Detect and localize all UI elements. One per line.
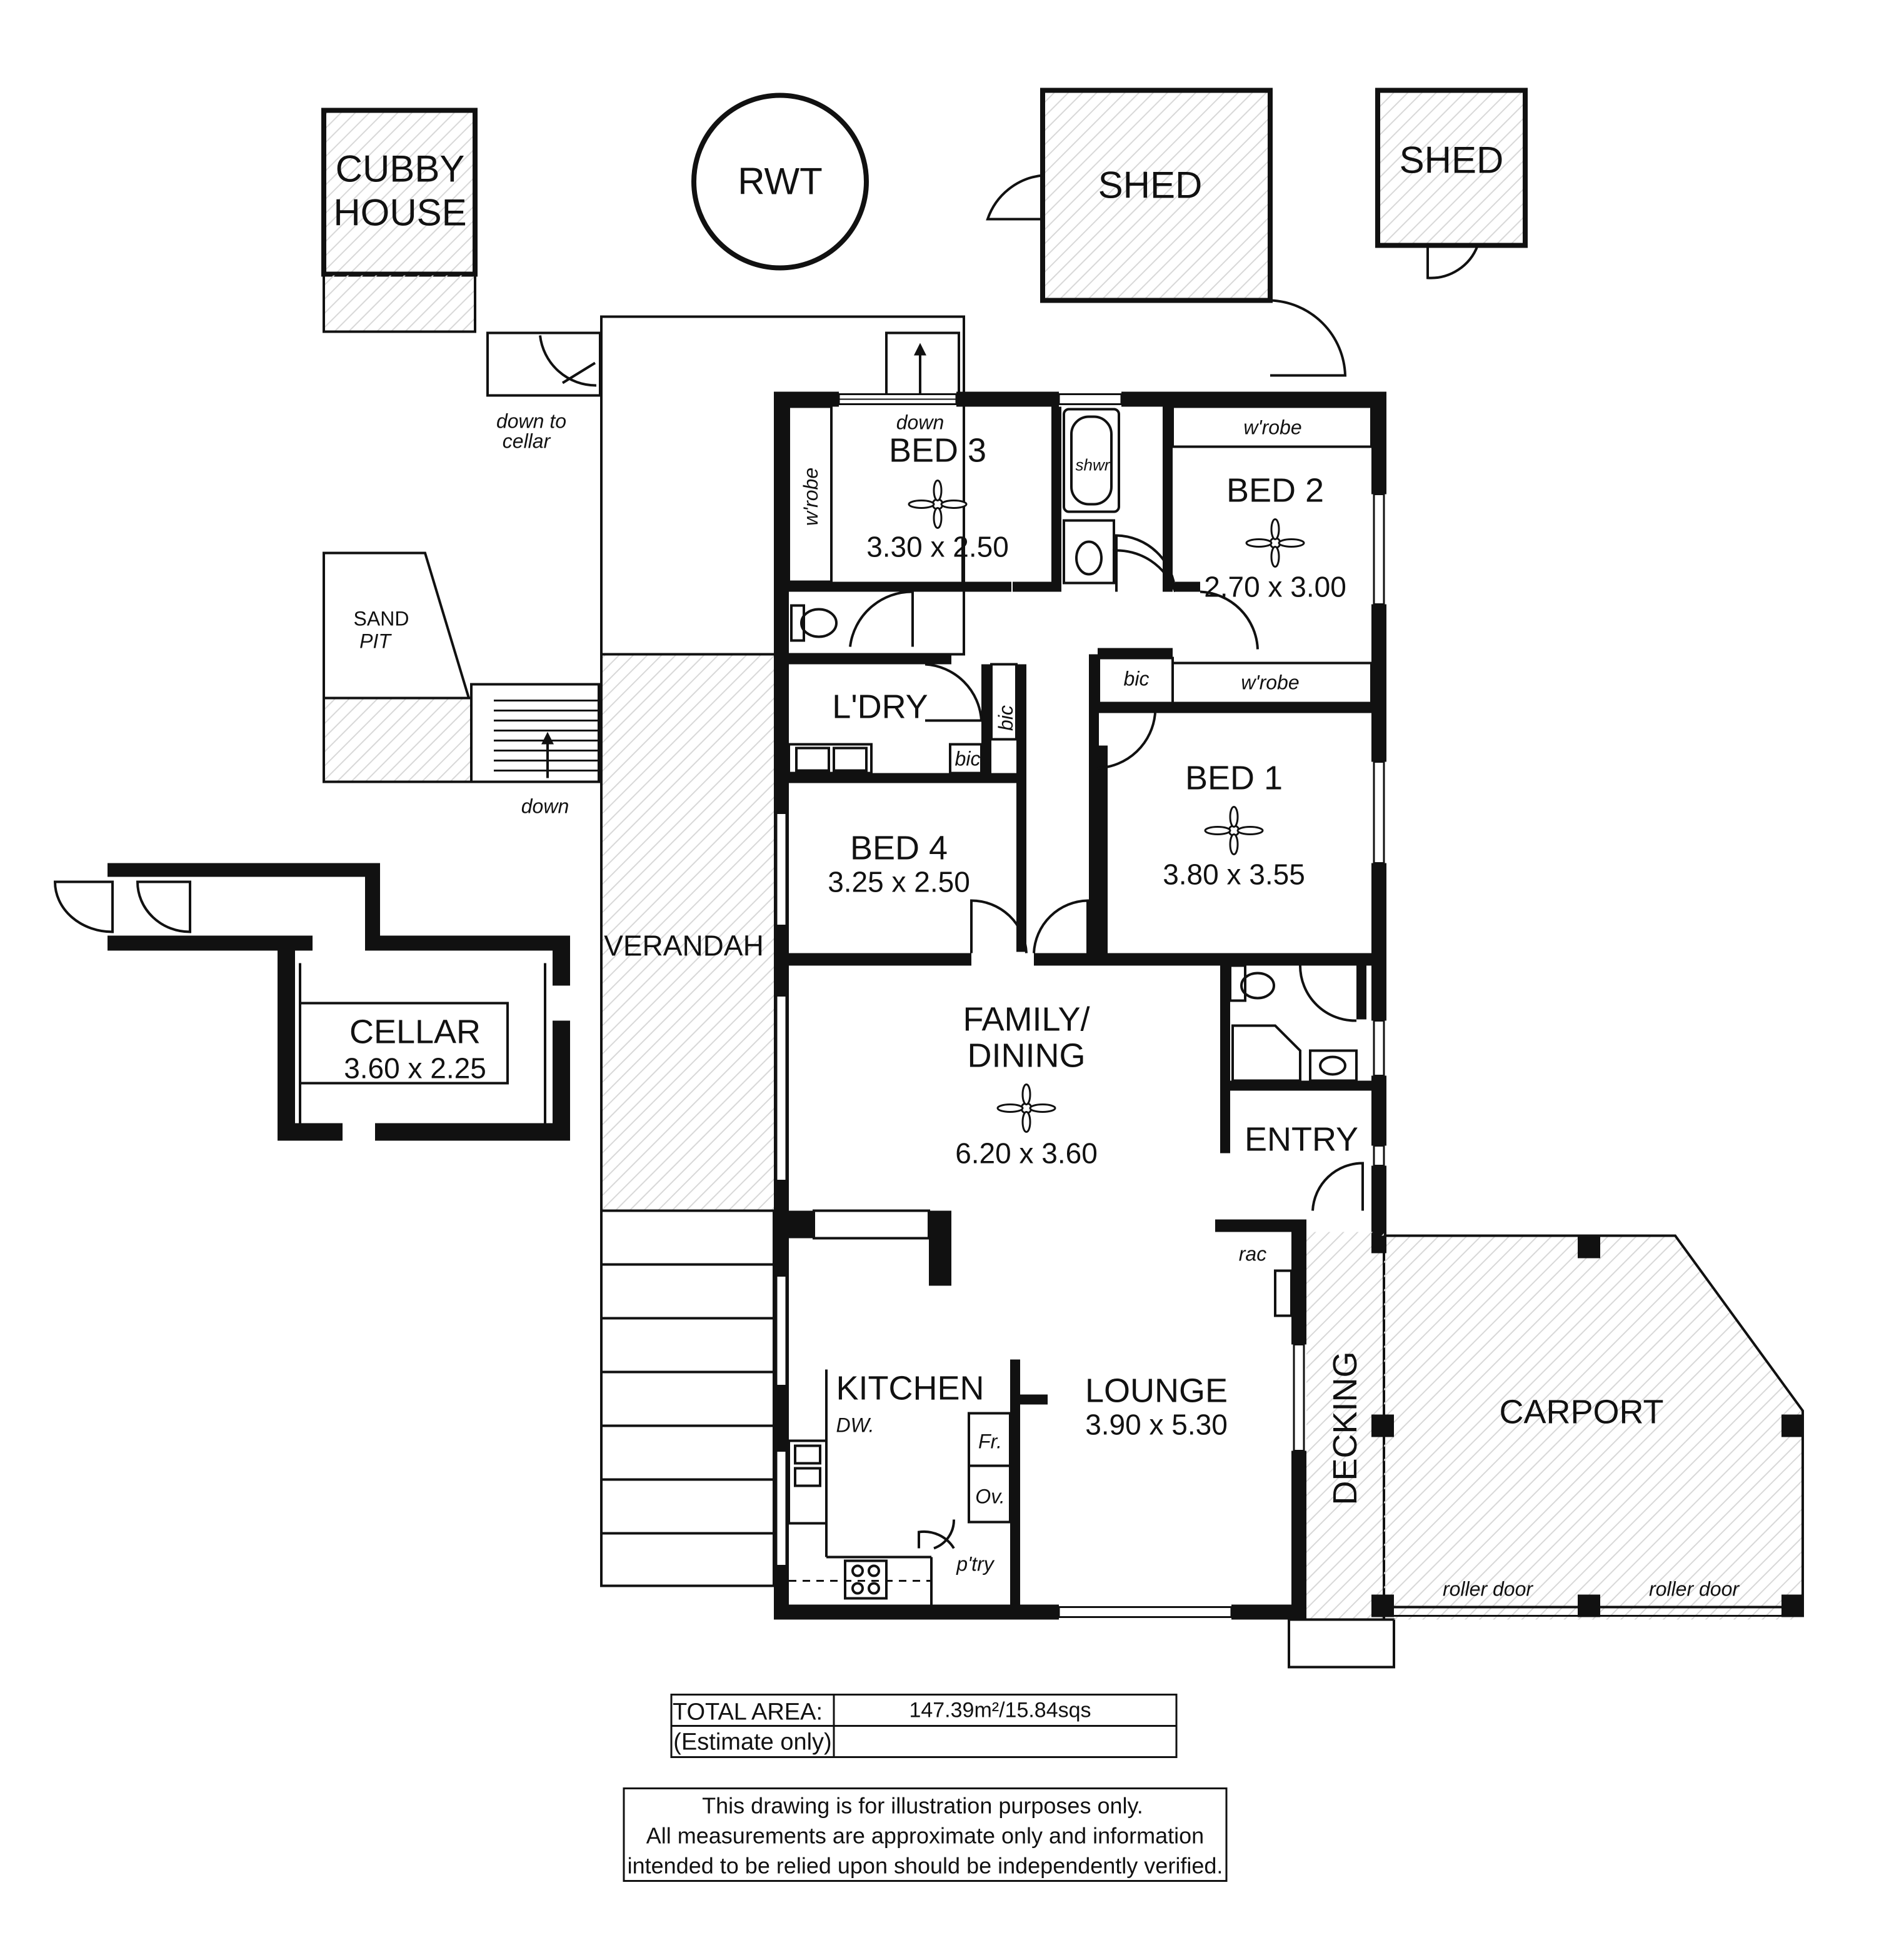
verandah-label: VERANDAH: [604, 930, 764, 962]
front-steps-outline: [600, 1209, 775, 1587]
hall-bic: bic: [995, 705, 1017, 731]
bed3-wrobe: w'robe: [799, 468, 822, 526]
ceiling-fan-icon: [1204, 806, 1264, 855]
decking-label: DECKING: [1326, 1351, 1364, 1505]
lounge-name: LOUNGE: [1085, 1372, 1228, 1410]
ceiling-fan-icon: [908, 480, 968, 529]
roller-door-right: roller door: [1649, 1578, 1740, 1601]
bed4-name: BED 4: [850, 830, 948, 867]
area-note: (Estimate only): [673, 1729, 831, 1756]
windows: [775, 393, 1385, 1618]
disclaimer-line3: intended to be relied upon should be ind…: [628, 1853, 1223, 1879]
area-label: TOTAL AREA:: [673, 1699, 823, 1726]
cellar-dims: 3.60 x 2.25: [344, 1052, 486, 1085]
bed3-down-label: down: [896, 411, 944, 434]
rwt-label: RWT: [738, 161, 823, 203]
cubby-house: CUBBY HOUSE: [321, 108, 478, 333]
down-to-cellar-line1: down to: [496, 410, 566, 433]
down-to-cellar-line2: cellar: [503, 430, 551, 453]
cellar-name: CELLAR: [349, 1013, 481, 1051]
bed3-dims: 3.30 x 2.50: [866, 531, 1009, 563]
garden-path: down to cellar down: [486, 315, 965, 656]
cubby-label-line2: HOUSE: [333, 192, 466, 234]
bed1-bic: bic: [1124, 668, 1150, 690]
shed-small-label: SHED: [1400, 139, 1504, 181]
fridge-label: Fr.: [978, 1430, 1002, 1453]
family-name-line1: FAMILY/: [963, 1001, 1090, 1038]
bed3-name: BED 3: [889, 432, 986, 470]
sand-pit: SAND PIT: [323, 551, 473, 783]
decking: DECKING: [1288, 1232, 1395, 1669]
dishwasher-label: DW.: [836, 1414, 874, 1437]
pantry-label: p'try: [956, 1553, 995, 1576]
family-name-line2: DINING: [968, 1037, 1086, 1075]
ceiling-fan-icon: [996, 1083, 1056, 1133]
area-table: TOTAL AREA: 147.39m²/15.84sqs (Estimate …: [670, 1694, 1178, 1758]
entry-name: ENTRY: [1245, 1121, 1358, 1158]
shed-small: SHED: [1375, 88, 1528, 279]
cubby-label-line1: CUBBY: [336, 148, 465, 190]
rac-label: rac: [1239, 1243, 1266, 1265]
laundry-name: L'DRY: [832, 688, 928, 726]
carport-label: CARPORT: [1499, 1394, 1663, 1431]
garden-stairs: down: [470, 683, 600, 818]
sandpit-label-line2: PIT: [359, 630, 392, 653]
family-dims: 6.20 x 3.60: [955, 1137, 1098, 1170]
oven-label: Ov.: [975, 1485, 1005, 1508]
area-value: 147.39m²/15.84sqs: [909, 1699, 1091, 1722]
bed1-name: BED 1: [1185, 760, 1283, 797]
bed1-dims: 3.80 x 3.55: [1163, 858, 1305, 891]
bed2-dims: 2.70 x 3.00: [1204, 571, 1346, 603]
kitchen-name: KITCHEN: [836, 1370, 984, 1407]
shed-large-label: SHED: [1098, 164, 1203, 206]
bed4-dims: 3.25 x 2.50: [828, 866, 970, 898]
carport: CARPORT roller door roller door: [1371, 1234, 1804, 1620]
disclaimer-box: This drawing is for illustration purpose…: [623, 1787, 1228, 1882]
bed1-wrobe: w'robe: [1241, 671, 1299, 694]
lounge-dims: 3.90 x 5.30: [1085, 1409, 1228, 1441]
verandah: VERANDAH: [600, 653, 775, 1587]
sandpit-label-line1: SAND: [354, 608, 409, 630]
ceiling-fan-icon: [1245, 518, 1305, 568]
door-swings: [849, 534, 1364, 1550]
disclaimer-line2: All measurements are approximate only an…: [646, 1823, 1204, 1849]
shower-label: shwr: [1076, 456, 1111, 475]
ceiling-fans: [908, 480, 1305, 1133]
house-walls: [774, 391, 1386, 1620]
cellar: CELLAR 3.60 x 2.25: [53, 863, 570, 1141]
roller-door-left: roller door: [1443, 1578, 1533, 1601]
disclaimer-line1: This drawing is for illustration purpose…: [702, 1793, 1143, 1819]
bed2-wrobe: w'robe: [1243, 416, 1301, 439]
laundry-bic: bic: [955, 748, 981, 770]
bed2-name: BED 2: [1226, 472, 1324, 510]
room-labels: BED 3 3.30 x 2.50 BED 2 2.70 x 3.00 L'DR…: [828, 432, 1358, 1441]
rainwater-tank: RWT: [691, 93, 869, 271]
fixtures: w'robe shwr w'robe bic w'robe bic bic: [788, 405, 1373, 1605]
stairs-down-label: down: [521, 795, 569, 818]
shed-large: SHED: [986, 88, 1347, 377]
